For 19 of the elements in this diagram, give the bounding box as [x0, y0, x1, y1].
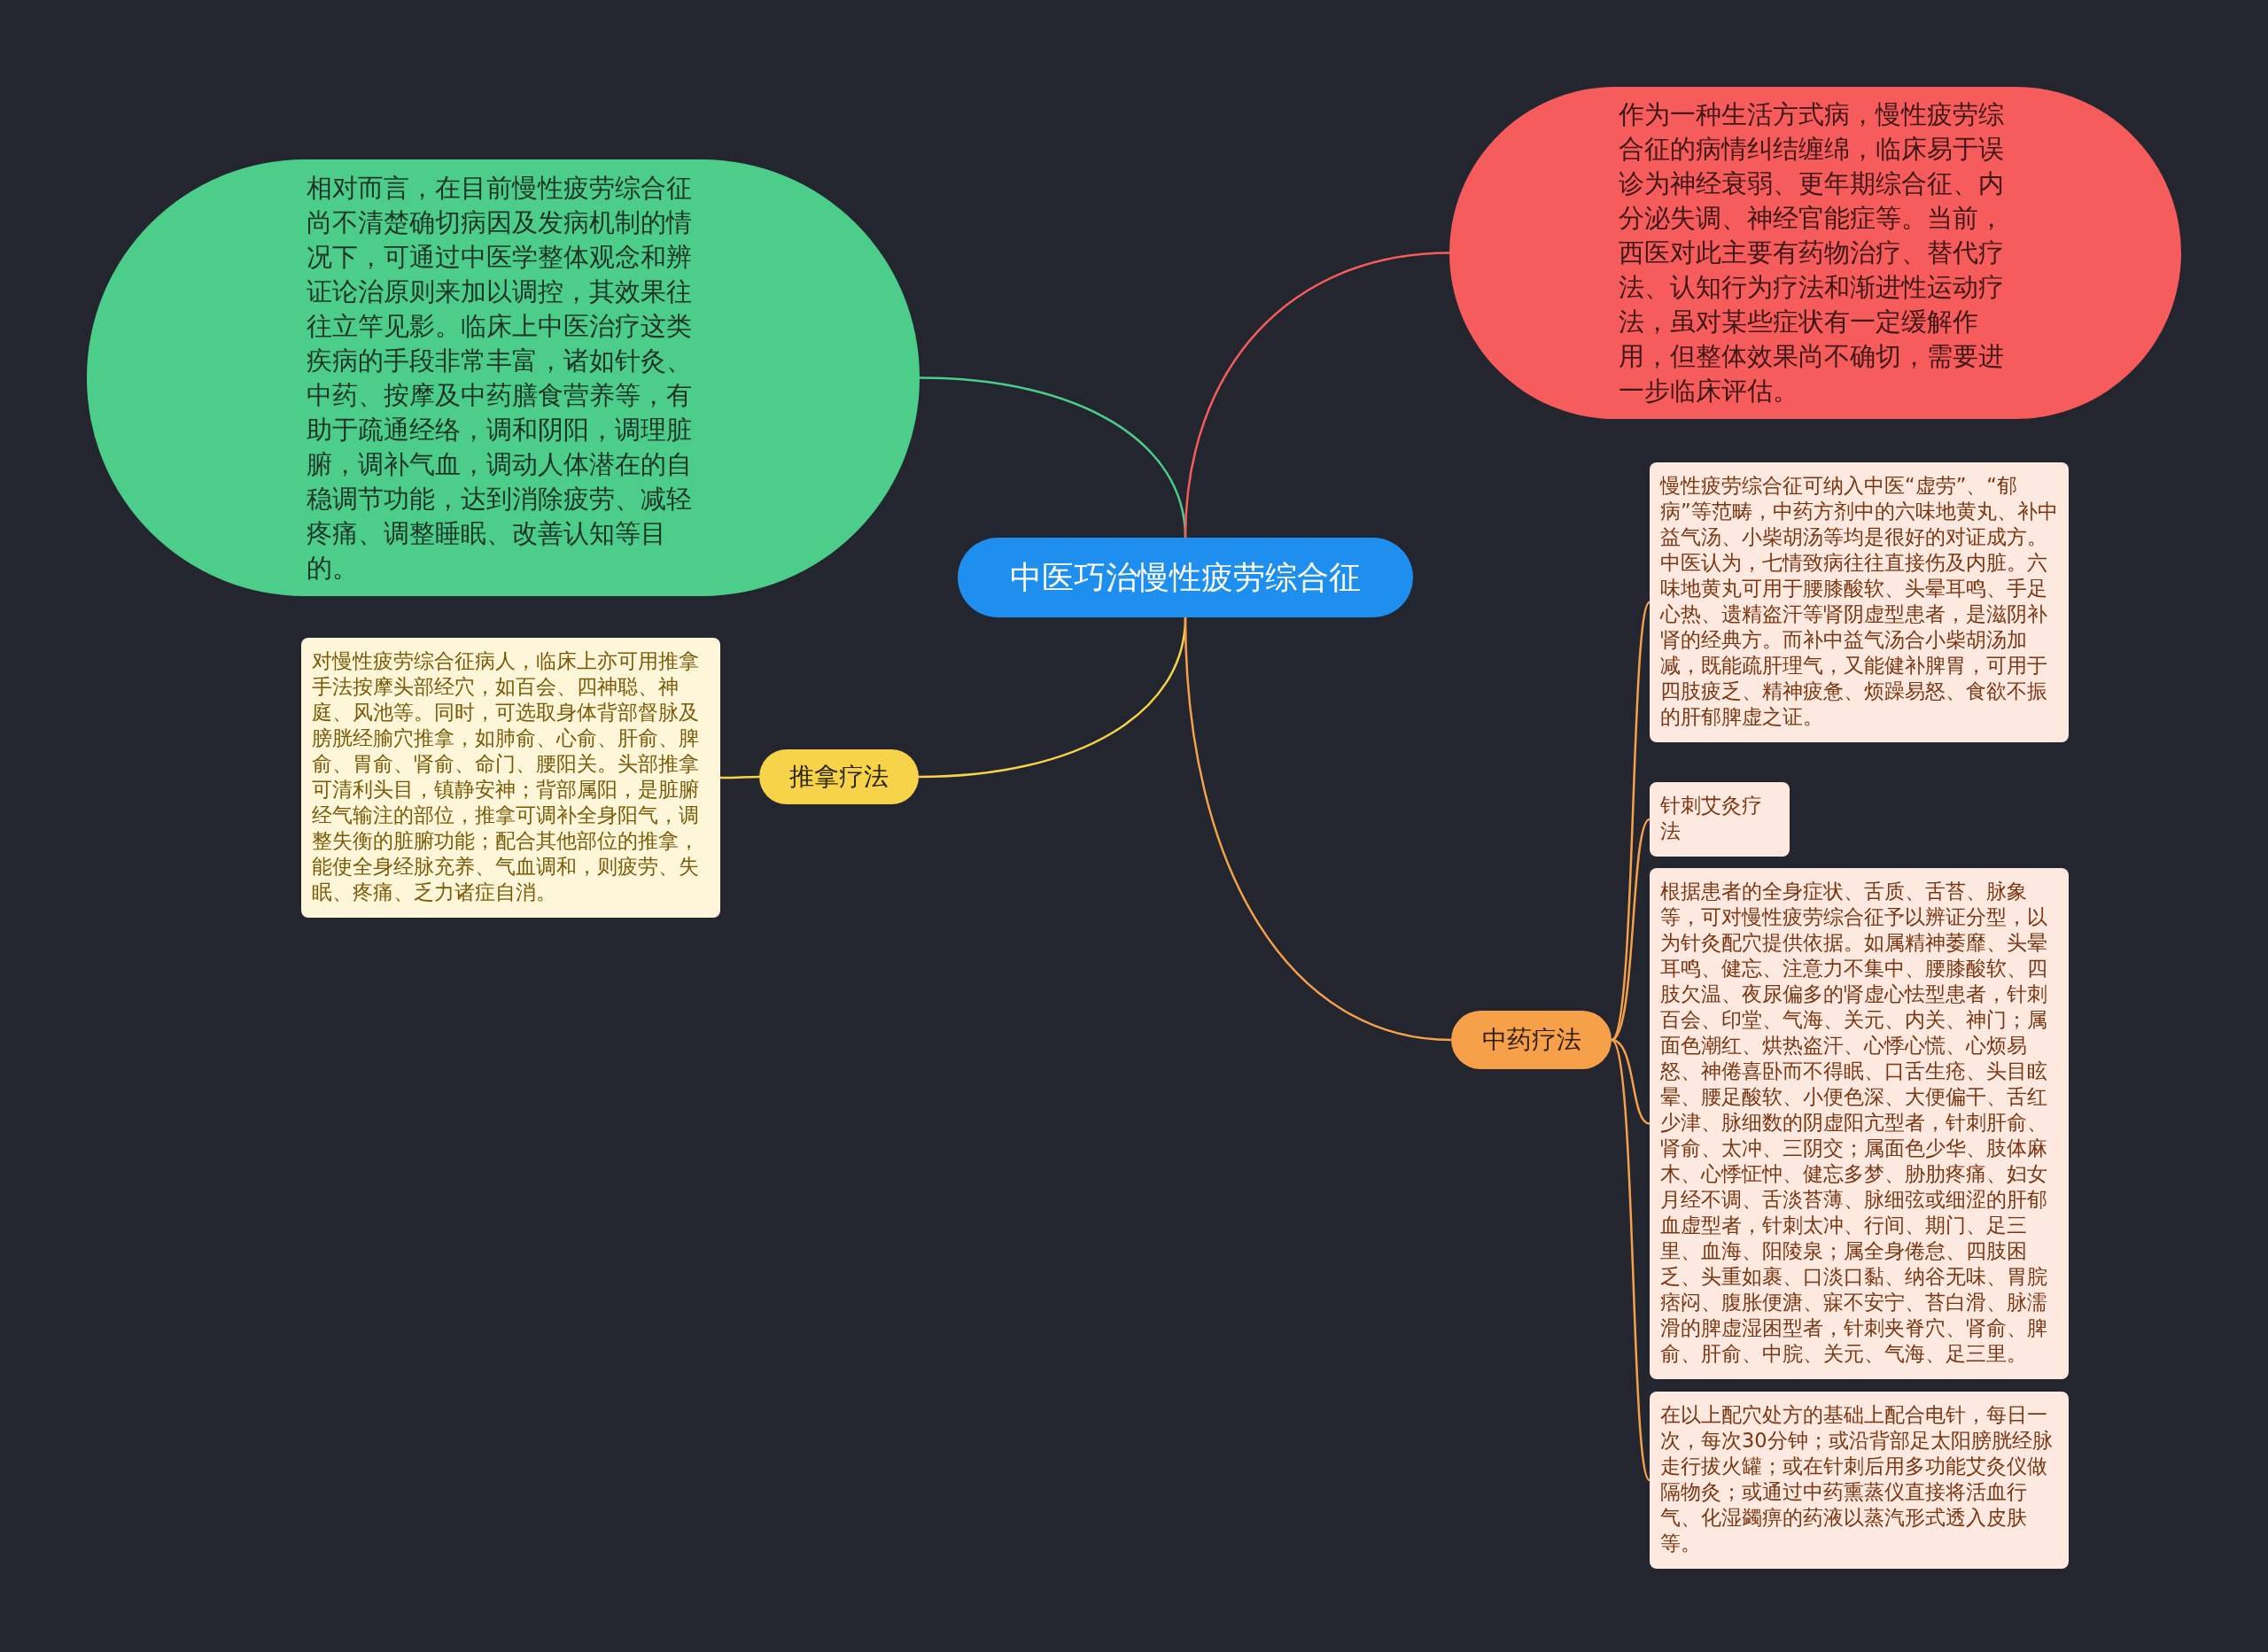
note-text: 作为一种生活方式病，慢性疲劳综合征的病情纠结缠绵，临床易于误诊为神经衰弱、更年期综合征、内分泌失调、神经官能症等。当前，西医对此主要有药物治疗、替代疗法、认知行为疗法和渐进性运动疗法，虽对某些症状有一定缓解作用，但整体效果尚不确切，需要进一步临床评估。 — [1618, 98, 2005, 407]
note-text: 慢性疲劳综合征可纳入中医“虚劳”、“郁病”等范畴，中药方剂中的六味地黄丸、补中益气汤、小柴胡汤等均是很好的对证成方。中医认为，七情致病往往直接伤及内脏。六味地黄丸可用于腰膝酸软、头晕耳鸣、手足心热、遗精盗汗等肾阴虚型患者，是滋阴补肾的经典方。而补中益气汤合小柴胡汤加减，既能疏肝理气，又能健补脾胃，可用于四肢疲乏、精神疲惫、烦躁易怒、食欲不振的肝郁脾虚之证。 — [1660, 473, 2059, 730]
note-card — [1650, 1392, 2069, 1569]
topic-text: 中医巧治慢性疲劳综合征 — [1010, 558, 1361, 597]
connector — [720, 775, 759, 779]
note-text: 在以上配穴处方的基础上配合电针，每日一次，每次30分钟；或沿背部足太阳膀胱经脉走行拔火罐；或在针刺后用多功能艾灸仪做隔物灸；或通过中药熏蒸仪直接将活血行气、化湿蠲痹的药液以蒸汽形式透入皮肤等。 — [1660, 1402, 2054, 1556]
branch-text: 推拿疗法 — [789, 762, 889, 792]
connector — [1184, 252, 1450, 539]
note-text: 根据患者的全身症状、舌质、舌苔、脉象等，可对慢性疲劳综合征予以辨证分型，以为针灸配穴提供依据。如属精神萎靡、头晕耳鸣、健忘、注意力不集中、腰膝酸软、四肢欠温、夜尿偏多的肾虚心怯型患者，针刺百会、印堂、气海、关元、内关、神门；属面色潮红、烘热盗汗、心悸心慌、心烦易怒、神倦喜卧而不得眠、口舌生疮、头目眩晕、腰足酸软、小便色深、大便偏干、舌红少津、脉细数的阴虚阳亢型者，针刺肝俞、肾俞、太冲、三阴交；属面色少华、肢体麻木、心悸怔忡、健忘多梦、胁肋疼痛、妇女月经不调、舌淡苔薄、脉细弦或细涩的肝郁血虚型者，针刺太冲、行间、期门、足三里、血海、阳陵泉；属全身倦怠、四肢困乏、头重如裹、口淡口黏、纳谷无味、胃脘痞闷、腹胀便溏、寐不安宁、苔白滑、脉濡滑的脾虚湿困型者，针刺夹脊穴、肾俞、脾俞、肝俞、中脘、关元、气海、足三里。 — [1660, 879, 2048, 1367]
connector — [1611, 1038, 1651, 1125]
note-card — [1650, 782, 1790, 857]
note-text: 对慢性疲劳综合征病人，临床上亦可用推拿手法按摩头部经穴，如百会、四神聪、神庭、风池等。同时，可选取身体背部督脉及膀胱经腧穴推拿，如肺俞、心俞、肝俞、脾俞、胃俞、肾俞、命门、腰阳关。头部推拿可清利头目，镇静安神；背部属阳，是脏腑经气输注的部位，推拿可调补全身阳气，调整失衡的脏腑功能；配合其他部位的推拿，能使全身经脉充养、气血调和，则疲劳、失眠、疼痛、乏力诸症自消。 — [312, 648, 700, 905]
connector — [1610, 1039, 1651, 1481]
connector — [1184, 617, 1452, 1042]
note-text: 针刺艾灸疗法 — [1660, 793, 1763, 844]
note-card — [301, 638, 720, 918]
branch-text: 中药疗法 — [1481, 1025, 1581, 1055]
connector — [1611, 818, 1651, 1041]
note-text: 相对而言，在目前慢性疲劳综合征尚不清楚确切病因及发病机制的情况下，可通过中医学整体观念和辨证论治原则来加以调控，其效果往往立竿见影。临床上中医治疗这类疾病的手段非常丰富，诸如针灸、中药、按摩及中药膳食营养等，有助于疏通经络，调和阴阳，调理脏腑，调补气血，调动人体潜在的自稳调节功能，达到消除疲劳、减轻疼痛、调整睡眠、改善认知等目的。 — [306, 171, 693, 585]
